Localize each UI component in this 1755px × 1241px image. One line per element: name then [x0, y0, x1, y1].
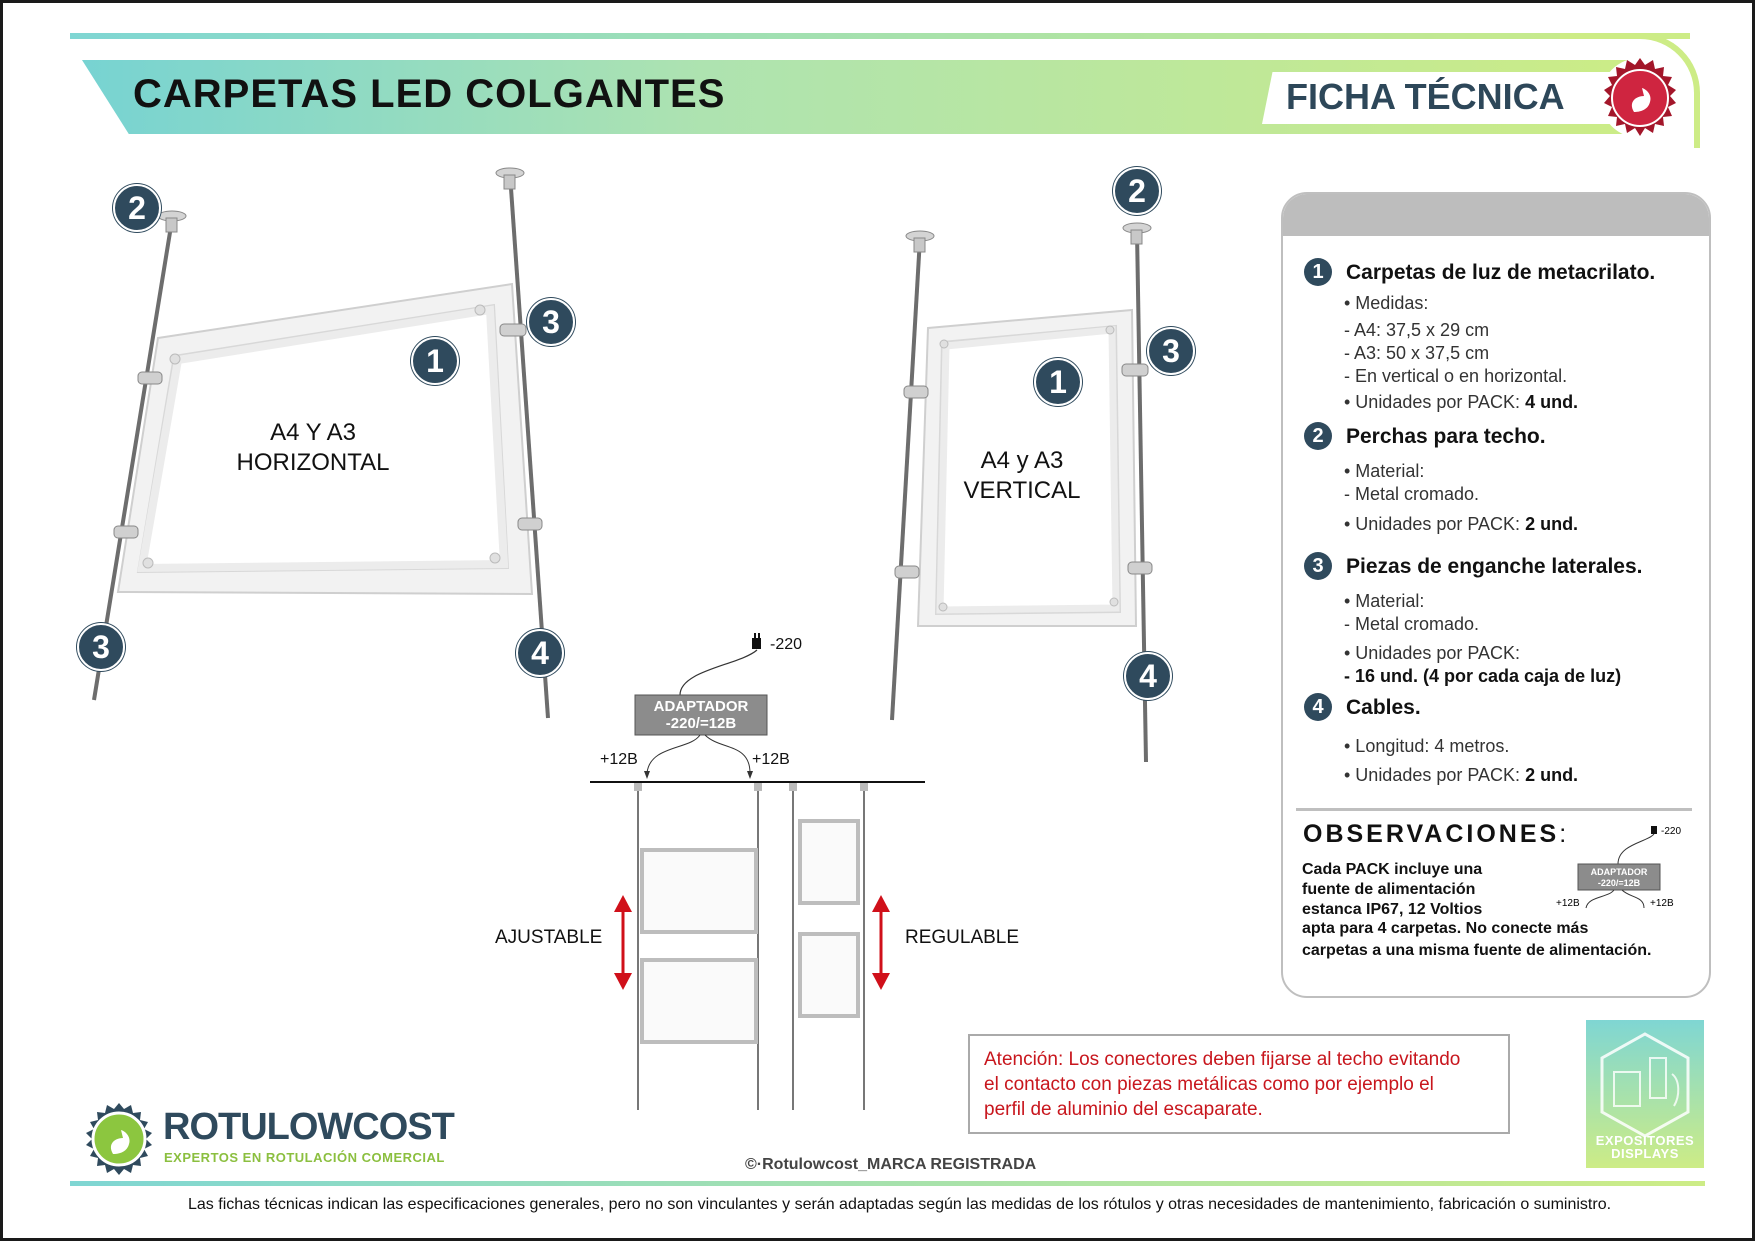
spec-3-line: • Material: — [1344, 591, 1425, 611]
attention-text: Atención: Los conectores deben fijarse a… — [984, 1047, 1460, 1122]
adapter-label-line1: ADAPTADOR — [653, 698, 749, 715]
callout-1-panel-vertical: 1 — [1034, 358, 1082, 406]
ficha-tecnica-title: FICHA TÉCNICA — [1286, 76, 1565, 117]
header-top-line — [70, 33, 1690, 39]
expositores-badge-icon — [1600, 1032, 1690, 1138]
observaciones-title: OBSERVACIONES: — [1303, 820, 1566, 849]
spec-2-pack-label: • Unidades por PACK: — [1344, 514, 1526, 534]
spec-1-line: - En vertical o en horizontal. — [1344, 366, 1568, 386]
spec-2-line: • Material: — [1344, 461, 1425, 481]
spec-1-pack-label: • Unidades por PACK: — [1344, 392, 1526, 412]
expositores-badge — [1586, 1020, 1704, 1168]
spec-4-line: • Longitud: 4 metros. — [1344, 736, 1510, 756]
spec-4-number: 4 — [1304, 693, 1332, 721]
output-left-label: +12B — [600, 751, 638, 768]
callout-1-panel: 1 — [411, 337, 459, 385]
mini-out-left: +12B — [1556, 898, 1580, 909]
logo-name: ROTULOWCOST — [163, 1106, 455, 1148]
spec-4-pack: • Unidades por PACK: 2 und. — [1344, 765, 1578, 786]
spec-1-pack: • Unidades por PACK: 4 und. — [1344, 392, 1578, 413]
vertical-label-line1: A4 y A3 — [980, 447, 1064, 474]
wiring-diagram — [590, 633, 925, 1110]
mini-adapter-line2: -220/=12B — [1597, 878, 1641, 888]
ficha-label-box — [1262, 72, 1612, 124]
spec-3-number: 3 — [1304, 552, 1332, 580]
footer-line — [70, 1181, 1705, 1186]
spec-4-title: Cables. — [1346, 696, 1421, 719]
callout-2-hanger-vertical: 2 — [1113, 167, 1161, 215]
observaciones-line: carpetas a una misma fuente de alimentac… — [1302, 942, 1652, 959]
observaciones-line: fuente de alimentación — [1302, 881, 1476, 898]
spec-1-title: Carpetas de luz de metacrilato. — [1346, 261, 1656, 284]
spec-card-header-bar — [1283, 194, 1709, 236]
attention-line: el contacto con piezas metálicas como po… — [984, 1074, 1434, 1095]
spec-3-line: • Unidades por PACK: — [1344, 643, 1521, 663]
badge-line1: EXPOSITORES — [1595, 1133, 1695, 1148]
spec-2-pack-value: 2 und. — [1525, 514, 1579, 534]
callout-3-clip-left: 3 — [77, 623, 125, 671]
callout-4-cable-vertical: 4 — [1124, 652, 1172, 700]
header-corner-curve — [1560, 33, 1700, 148]
mini-plug-label: -220 — [1661, 826, 1682, 837]
mini-adapter-line1: ADAPTADOR — [1590, 867, 1648, 877]
logo-tagline: EXPERTOS EN ROTULACIÓN COMERCIAL — [164, 1150, 445, 1165]
vertical-frame-label: A4 y A3 VERTICAL — [922, 446, 1122, 506]
page-title: CARPETAS LED COLGANTES — [133, 72, 726, 116]
attention-box: Atención: Los conectores deben fijarse a… — [968, 1034, 1510, 1134]
adapter-label-line2: -220/=12B — [665, 715, 737, 732]
output-right-label: +12B — [752, 751, 790, 768]
vertical-label-line2: VERTICAL — [963, 477, 1081, 504]
footer-disclaimer: Las fichas técnicas indican las especifi… — [188, 1196, 1612, 1213]
spec-2-title: Perchas para techo. — [1346, 425, 1546, 448]
rotulowcost-seal-icon — [1600, 58, 1680, 138]
spec-4-pack-value: 2 und. — [1525, 765, 1579, 785]
spec-3-title: Piezas de enganche laterales. — [1346, 555, 1643, 578]
horizontal-label-line1: A4 Y A3 — [270, 419, 356, 446]
mini-out-right: +12B — [1650, 898, 1674, 909]
spec-1-pack-value: 4 und. — [1525, 392, 1579, 412]
mini-wiring-diagram — [1577, 826, 1661, 909]
spec-1-line: - A4: 37,5 x 29 cm — [1344, 320, 1490, 340]
spec-4-pack-label: • Unidades por PACK: — [1344, 765, 1526, 785]
mini-plug-icon — [1651, 826, 1657, 834]
observaciones-line: Cada PACK incluye una — [1302, 861, 1483, 878]
spec-1-number: 1 — [1304, 258, 1332, 286]
observaciones-colon: : — [1559, 820, 1567, 848]
badge-line2: DISPLAYS — [1611, 1146, 1679, 1161]
attention-line: Atención: Los conectores deben fijarse a… — [984, 1049, 1461, 1070]
mini-adapter-label: ADAPTADOR -220/=12B — [1578, 867, 1660, 889]
expositores-badge-text: EXPOSITORES DISPLAYS — [1586, 1134, 1704, 1160]
spec-3-pack: - 16 und. (4 por cada caja de luz) — [1344, 666, 1621, 687]
observaciones-line: estanca IP67, 12 Voltios — [1302, 901, 1483, 918]
callout-3-clip-vertical: 3 — [1147, 327, 1195, 375]
spec-2-number: 2 — [1304, 422, 1332, 450]
horizontal-label-line2: HORIZONTAL — [236, 449, 390, 476]
observaciones-line: apta para 4 carpetas. No conecte más — [1302, 920, 1589, 937]
callout-2-hanger: 2 — [113, 184, 161, 232]
spec-2-pack: • Unidades por PACK: 2 und. — [1344, 514, 1578, 535]
spec-3-pack-value: - 16 und. (4 por cada caja de luz) — [1344, 666, 1622, 686]
plug-voltage-label: -220 — [770, 636, 803, 653]
spec-3-line: - Metal cromado. — [1344, 614, 1480, 634]
spec-1-line: • Medidas: — [1344, 293, 1429, 313]
attention-line: perfil de aluminio del escaparate. — [984, 1099, 1263, 1120]
rotulowcost-logo-icon — [86, 1103, 152, 1175]
observaciones-divider — [1296, 808, 1692, 811]
observaciones-title-text: OBSERVACIONES — [1303, 820, 1560, 848]
adapter-label: ADAPTADOR -220/=12B — [637, 698, 765, 732]
spec-1-line: - A3: 50 x 37,5 cm — [1344, 343, 1490, 363]
copyright-text: ©·Rotulowcost_MARCA REGISTRADA — [745, 1156, 1037, 1173]
spec-2-line: - Metal cromado. — [1344, 484, 1480, 504]
ajustable-label: AJUSTABLE — [495, 927, 603, 948]
regulable-label: REGULABLE — [905, 927, 1020, 948]
horizontal-frame-label: A4 Y A3 HORIZONTAL — [213, 418, 413, 478]
callout-3-clip: 3 — [527, 298, 575, 346]
callout-4-cable: 4 — [516, 629, 564, 677]
